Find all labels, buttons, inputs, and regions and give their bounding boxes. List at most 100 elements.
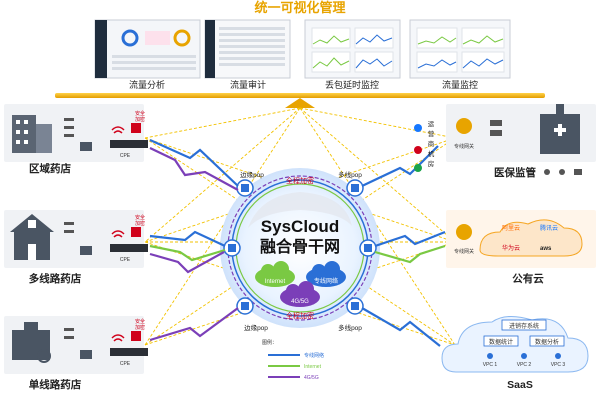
screen-loss-latency: 丢包延时监控 [304,19,401,90]
secure-label: 安全 [135,214,145,221]
lock-icon [131,331,141,341]
cpe-label: CPE [120,257,131,263]
svg-text:华为云: 华为云 [502,244,520,252]
mobile-cloud: 4G/5G [280,281,320,307]
site-label: 多线路药店 [29,272,82,285]
svg-text:营: 营 [428,129,435,138]
wifi-icon [111,334,125,342]
cpe-router [110,140,148,148]
link-internet [149,244,226,262]
mobile-cloud-label: 4G/5G [291,299,309,305]
legend-item: 专线网络 [304,352,324,359]
link-dedicated [361,145,439,187]
screen-traffic-audit: 流量审计 [204,19,291,90]
link-mobile [149,147,239,191]
cpe-label: CPE [120,361,131,367]
secure-label: 安全 [135,318,145,325]
svg-text:腾讯云: 腾讯云 [540,224,558,232]
monitor-screens: 流量分析 流量审计 丢包延时监控 [94,19,511,90]
management-arrow [285,98,315,108]
screen-traffic-monitor: 流量监控 [409,19,511,90]
gateway-label: 专线网关 [454,248,474,255]
legend-item: Internet [304,364,322,370]
link-dedicated [361,307,441,347]
terminal-icon [64,118,74,121]
svg-text:加密: 加密 [135,324,145,331]
site-medical-insurance: 专线网关 医保监管 [446,104,596,179]
dedicated-cloud-label: 专线网络 [314,277,338,285]
svg-text:加密: 加密 [135,116,145,123]
screen-label: 流量监控 [442,79,478,90]
wifi-icon [111,230,125,238]
site-label: 医保监管 [494,166,536,179]
site-public-cloud: 专线网关 阿里云 腾讯云 华为云 aws 公有云 [446,210,596,285]
wifi-icon [111,126,125,134]
site-label: 公有云 [512,272,544,285]
cloud-icon [479,219,583,257]
saas-top: 进销存系统 [509,322,539,330]
screen-traffic-analysis: 流量分析 [94,19,201,90]
svg-text:VPC 2: VPC 2 [517,362,532,368]
legend-item: 4G/5G [304,375,319,381]
site-label: SaaS [507,379,533,391]
cpe-label: CPE [120,153,131,159]
pos-icon [80,350,92,359]
site-label: 区域药店 [29,162,71,175]
site-multiline-pharmacy: 安全 加密 CPE 多线路药店 [4,210,148,285]
carrier-logo-icon [414,164,422,172]
saas-left: 数据统计 [489,338,513,346]
svg-text:加密: 加密 [135,220,145,227]
pop-label: 边缘pop [240,170,264,179]
carrier-logo-icon [414,146,422,154]
pop-node-mid-left [223,239,241,257]
svg-text:VPC 1: VPC 1 [483,362,498,368]
saas-right: 数据分析 [535,338,559,346]
core-backbone: SysCloud 融合骨干网 [220,168,380,328]
site-label: 单线路药店 [29,378,82,391]
pop-node-mid-right [359,239,377,257]
screen-label: 流量审计 [230,79,266,90]
diagram-title: 统一可视化管理 [254,0,345,15]
link-mobile [149,307,239,342]
pop-label: 边缘pop [244,323,268,332]
gateway-icon [456,224,472,240]
svg-text:机: 机 [428,149,435,158]
pos-icon [80,142,92,151]
cpe-router [110,348,148,356]
pop-label: 多线pop [338,323,362,332]
svg-text:aws: aws [540,246,552,252]
site-saas: 进销存系统 数据统计 数据分析 VPC 1 VPC 2 VPC 3 SaaS [441,316,589,391]
screen-label: 流量分析 [129,79,165,90]
right-links [361,145,446,347]
gateway-icon [456,118,472,134]
link-internet [374,244,446,264]
terminal-icon [64,328,74,331]
terminal-icon [64,222,74,225]
server-icon [490,120,502,126]
link-dedicated [149,138,239,187]
carrier-room: 运 营 商 机 房 [414,120,435,172]
secure-label: 安全 [135,110,145,117]
encryption-label-bottom: 全程加密 [286,311,314,320]
core-subtitle: 融合骨干网 [260,237,340,256]
encryption-label-top: 全程加密 [286,176,314,185]
left-links [149,138,239,342]
internet-cloud-label: Internet [265,279,286,285]
pop-label: 多线pop [338,170,362,179]
pop-node-top-left: 边缘pop [236,170,264,197]
security-icon [559,169,565,175]
site-singleline-pharmacy: 安全 加密 CPE 单线路药店 [4,316,148,391]
management-bar [55,93,545,98]
svg-text:运: 运 [428,120,435,128]
pos-icon [80,246,92,255]
link-mobile [149,251,225,274]
pop-node-bottom-right: 多线pop [338,297,364,332]
core-name: SysCloud [261,217,339,236]
link-dedicated [374,230,446,248]
pop-node-bottom-left: 边缘pop [236,297,268,332]
lock-icon [131,123,141,133]
pop-node-top-right: 多线pop [338,170,364,197]
screen-label: 丢包延时监控 [325,79,379,90]
internet-cloud: Internet [255,261,295,287]
